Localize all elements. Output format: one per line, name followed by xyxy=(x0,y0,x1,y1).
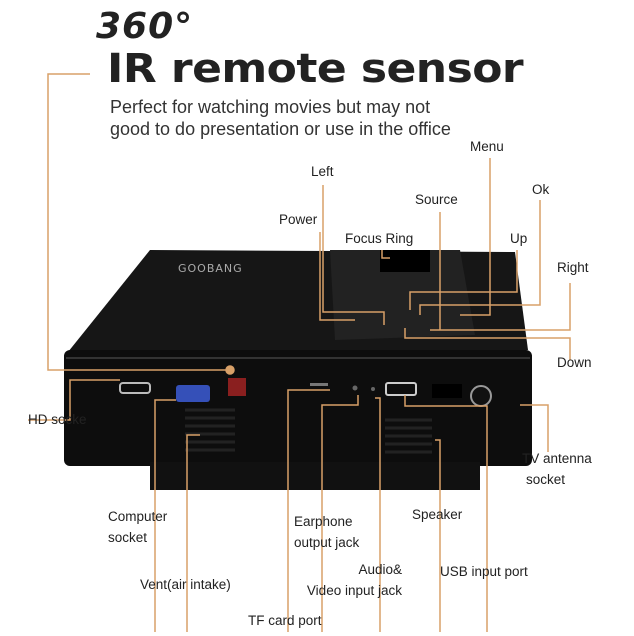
label-line: Audio& xyxy=(358,562,402,577)
ir-sensor xyxy=(228,378,246,396)
focus-ring-housing xyxy=(330,250,475,340)
label-computer-socket: Computer socket xyxy=(108,506,167,548)
label-line: Video input jack xyxy=(306,583,402,598)
leader-lines xyxy=(28,73,571,632)
degrees-heading: 360° xyxy=(96,6,194,47)
label-line: Computer xyxy=(108,509,168,524)
label-line: TV antenna xyxy=(522,451,592,466)
av-jack xyxy=(371,387,375,391)
earphone-jack xyxy=(352,385,358,391)
subtitle: Perfect for watching movies but may not … xyxy=(110,96,451,140)
antenna-port xyxy=(470,385,492,407)
label-line: socket xyxy=(108,530,148,545)
label-down: Down xyxy=(557,355,592,370)
projector-front xyxy=(64,350,532,466)
label-power: Power xyxy=(279,212,318,227)
hd-port xyxy=(119,382,151,394)
label-focus-ring: Focus Ring xyxy=(345,231,414,246)
brand-logo: GOOBANG xyxy=(178,262,243,275)
label-line: output jack xyxy=(294,535,360,550)
usb-port xyxy=(385,382,417,396)
label-ok: Ok xyxy=(532,182,550,197)
label-line: socket xyxy=(526,472,566,487)
label-menu: Menu xyxy=(470,139,504,154)
label-vent: Vent(air intake) xyxy=(140,577,231,592)
label-usb: USB input port xyxy=(440,564,528,579)
label-right: Right xyxy=(557,260,589,275)
vga-port xyxy=(176,385,210,402)
title-heading: IR remote sensor xyxy=(107,46,524,92)
label-hd-socket: HD socke xyxy=(28,412,87,427)
label-tv-antenna: TV antenna socket xyxy=(522,448,592,490)
label-up: Up xyxy=(510,231,528,246)
label-tf-card: TF card port xyxy=(248,613,322,628)
label-earphone: Earphone output jack xyxy=(294,511,359,553)
label-source: Source xyxy=(415,192,458,207)
label-speaker: Speaker xyxy=(412,507,463,522)
projector-base xyxy=(150,462,480,490)
tf-slot xyxy=(310,383,328,386)
label-line: Earphone xyxy=(294,514,353,529)
label-left: Left xyxy=(311,164,334,179)
subtitle-line: Perfect for watching movies but may not xyxy=(110,97,431,117)
subtitle-line: good to do presentation or use in the of… xyxy=(110,119,451,139)
label-audio-video: Audio& Video input jack xyxy=(296,559,402,601)
